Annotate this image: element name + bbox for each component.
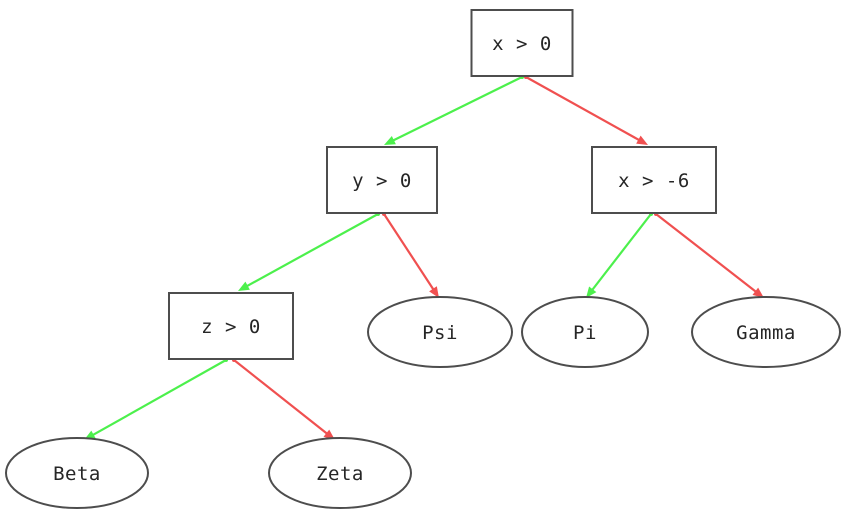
leaf-node-ellipse[interactable]	[5, 437, 149, 509]
tree-node-xm6[interactable]: x > -6	[591, 146, 717, 214]
edges-layer	[84, 75, 764, 440]
edge-root-to-y0	[384, 75, 524, 145]
edge-arrowhead	[238, 281, 250, 291]
edge-line	[383, 213, 435, 292]
tree-node-pi[interactable]: Pi	[521, 296, 649, 368]
edge-line	[525, 76, 641, 142]
edge-line	[391, 76, 523, 143]
tree-node-psi[interactable]: Psi	[367, 296, 513, 368]
node-label: Beta	[53, 463, 101, 485]
tree-node-zeta[interactable]: Zeta	[268, 437, 412, 509]
node-label: x > -6	[618, 170, 690, 192]
decision-node-box[interactable]	[168, 292, 294, 360]
tree-node-y0[interactable]: y > 0	[326, 146, 438, 214]
tree-node-z0[interactable]: z > 0	[168, 292, 294, 360]
leaf-node-ellipse[interactable]	[367, 296, 513, 368]
edge-xm6-to-pi	[586, 212, 653, 298]
decision-node-box[interactable]	[470, 9, 574, 77]
node-label: y > 0	[352, 170, 412, 192]
edge-line	[91, 359, 227, 437]
node-label: Pi	[573, 322, 597, 344]
tree-node-gamma[interactable]: Gamma	[691, 296, 841, 368]
decision-node-box[interactable]	[591, 146, 717, 214]
node-label: z > 0	[201, 316, 261, 338]
leaf-node-ellipse[interactable]	[521, 296, 649, 368]
node-label: Zeta	[316, 463, 364, 485]
edge-root-to-xm6	[524, 75, 648, 145]
edge-line	[233, 359, 329, 436]
edge-arrowhead	[636, 135, 648, 145]
edge-line	[655, 213, 758, 294]
node-label: x > 0	[492, 33, 552, 55]
leaf-node-ellipse[interactable]	[691, 296, 841, 368]
edge-y0-to-z0	[238, 212, 380, 291]
edge-z0-to-beta	[84, 358, 228, 440]
node-label: Gamma	[736, 322, 796, 344]
tree-node-root[interactable]: x > 0	[470, 9, 574, 77]
edge-line	[590, 213, 652, 292]
edge-arrowhead	[752, 287, 764, 298]
leaf-node-ellipse[interactable]	[268, 437, 412, 509]
tree-node-beta[interactable]: Beta	[5, 437, 149, 509]
edge-z0-to-zeta	[232, 358, 335, 440]
edge-arrowhead	[586, 286, 597, 298]
edge-xm6-to-gamma	[654, 212, 764, 298]
edge-line	[245, 213, 379, 288]
decision-node-box[interactable]	[326, 146, 438, 214]
edge-arrowhead	[429, 286, 439, 298]
node-label: Psi	[422, 322, 458, 344]
edge-y0-to-psi	[382, 212, 439, 298]
edge-arrowhead	[384, 136, 396, 145]
